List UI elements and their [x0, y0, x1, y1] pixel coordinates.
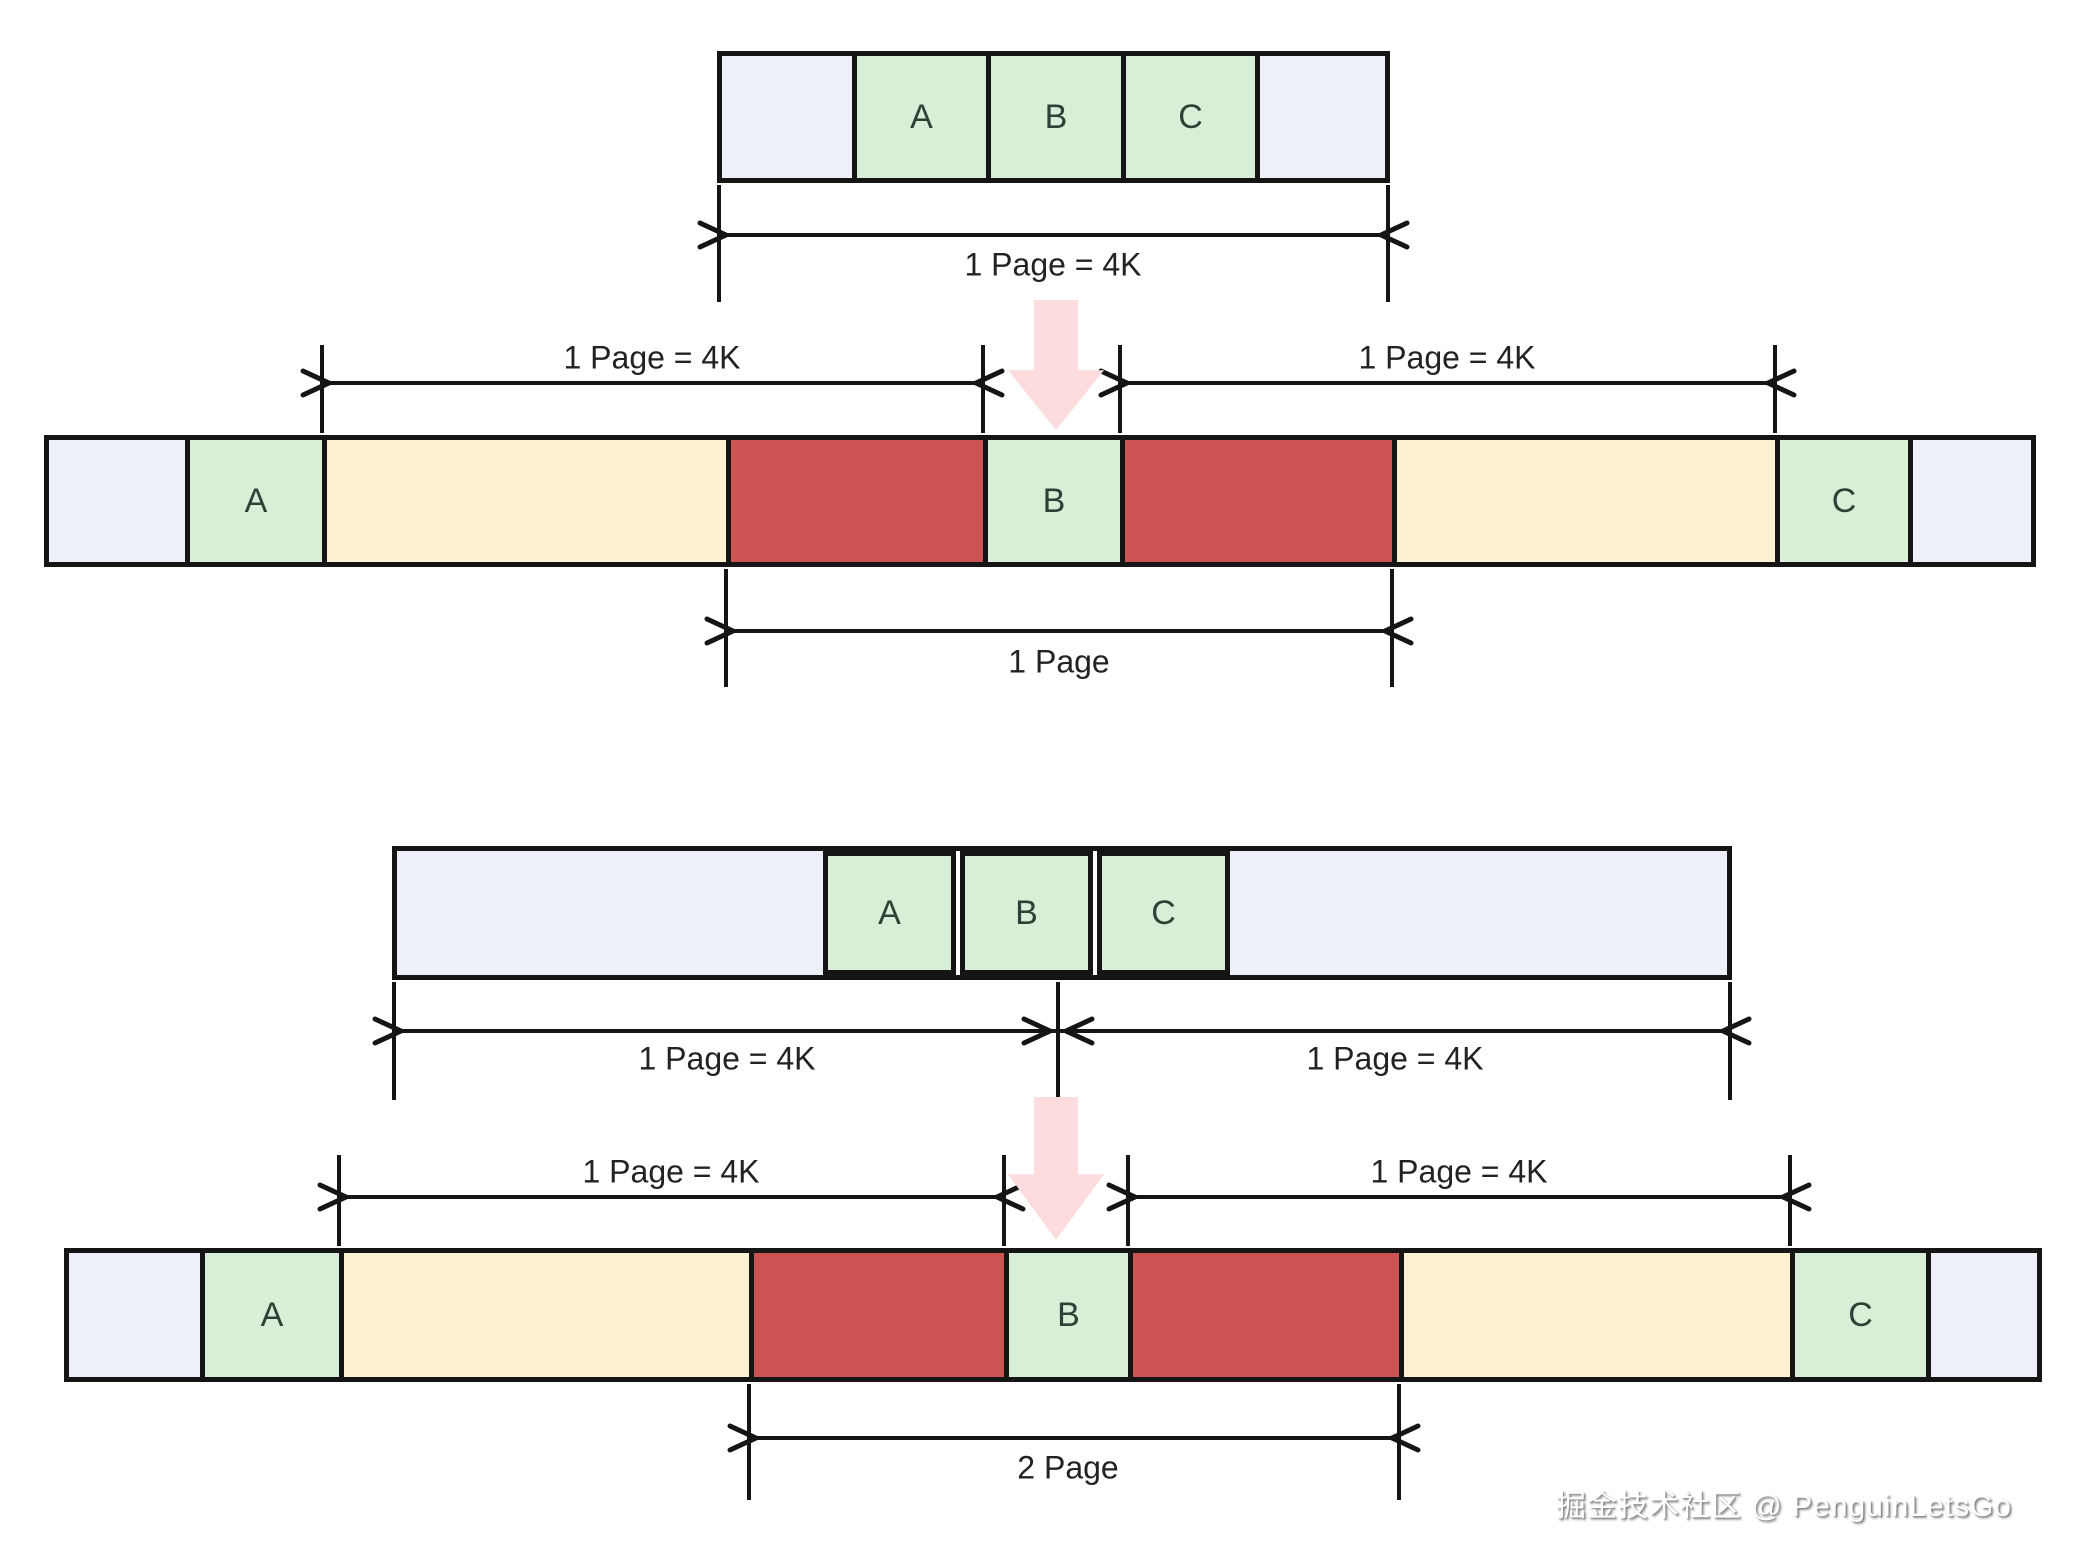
result-bar-top: A B C	[44, 435, 2036, 567]
segment-block-b: B	[983, 440, 1120, 562]
block-label: C	[1831, 482, 1857, 520]
block-label: C	[1151, 894, 1176, 932]
block-label: B	[1015, 894, 1038, 932]
block-label: A	[260, 1296, 284, 1334]
segment-copied-region	[749, 1253, 1004, 1377]
segment-padding	[722, 56, 852, 178]
dim-label-source-left-page: 1 Page = 4K	[638, 1040, 816, 1077]
dim-label-right-page: 1 Page = 4K	[1370, 1153, 1548, 1190]
segment-page-fill	[322, 440, 726, 562]
dim-label-source-page: 1 Page = 4K	[964, 246, 1142, 283]
transform-down-arrow-icon	[1008, 1097, 1104, 1240]
segment-block-c: C	[1790, 1253, 1926, 1377]
segment-block-a: A	[200, 1253, 339, 1377]
segment-page-fill	[1399, 1253, 1790, 1377]
segment-page-fill	[339, 1253, 749, 1377]
segment-copied-region	[1128, 1253, 1399, 1377]
segment-padding	[1230, 851, 1727, 975]
block-label: C	[1848, 1296, 1873, 1334]
transform-down-arrow-icon	[1008, 300, 1104, 430]
segment-padding	[397, 851, 823, 975]
segment-block-b: B	[986, 56, 1121, 178]
segment-copied-region	[1120, 440, 1392, 562]
block-label: A	[910, 98, 933, 136]
segment-block-c: C	[1775, 440, 1908, 562]
result-bar-bottom: A B C	[64, 1248, 2042, 1382]
segment-block-b: B	[1004, 1253, 1128, 1377]
block-label: B	[1042, 482, 1066, 520]
block-label: C	[1178, 98, 1203, 136]
source-bar-top: A B C	[717, 51, 1390, 183]
source-bar-bottom: A B C	[392, 846, 1732, 980]
segment-padding	[1926, 1253, 2037, 1377]
dim-label-right-page: 1 Page = 4K	[1358, 339, 1536, 376]
block-label: B	[1044, 98, 1068, 136]
dim-label-left-page: 1 Page = 4K	[582, 1153, 760, 1190]
dim-label-locked-region: 1 Page	[1008, 643, 1110, 680]
segment-page-fill	[1392, 440, 1775, 562]
watermark-text: 掘金技术社区 @ PenguinLetsGo	[1556, 1490, 2012, 1523]
segment-block-c: C	[1097, 851, 1230, 975]
segment-block-a: A	[823, 851, 956, 975]
segment-block-a: A	[852, 56, 986, 178]
segment-block-c: C	[1121, 56, 1255, 178]
segment-padding	[49, 440, 185, 562]
block-label: A	[244, 482, 268, 520]
segment-padding	[1255, 56, 1385, 178]
dim-label-left-page: 1 Page = 4K	[563, 339, 741, 376]
segment-block-a: A	[185, 440, 322, 562]
block-label: A	[878, 894, 901, 932]
dim-label-source-right-page: 1 Page = 4K	[1306, 1040, 1484, 1077]
segment-block-b: B	[960, 851, 1093, 975]
segment-padding	[69, 1253, 200, 1377]
dim-label-locked-region: 2 Page	[1017, 1449, 1119, 1486]
segment-padding	[1908, 440, 2031, 562]
block-label: B	[1057, 1296, 1080, 1334]
segment-copied-region	[726, 440, 983, 562]
